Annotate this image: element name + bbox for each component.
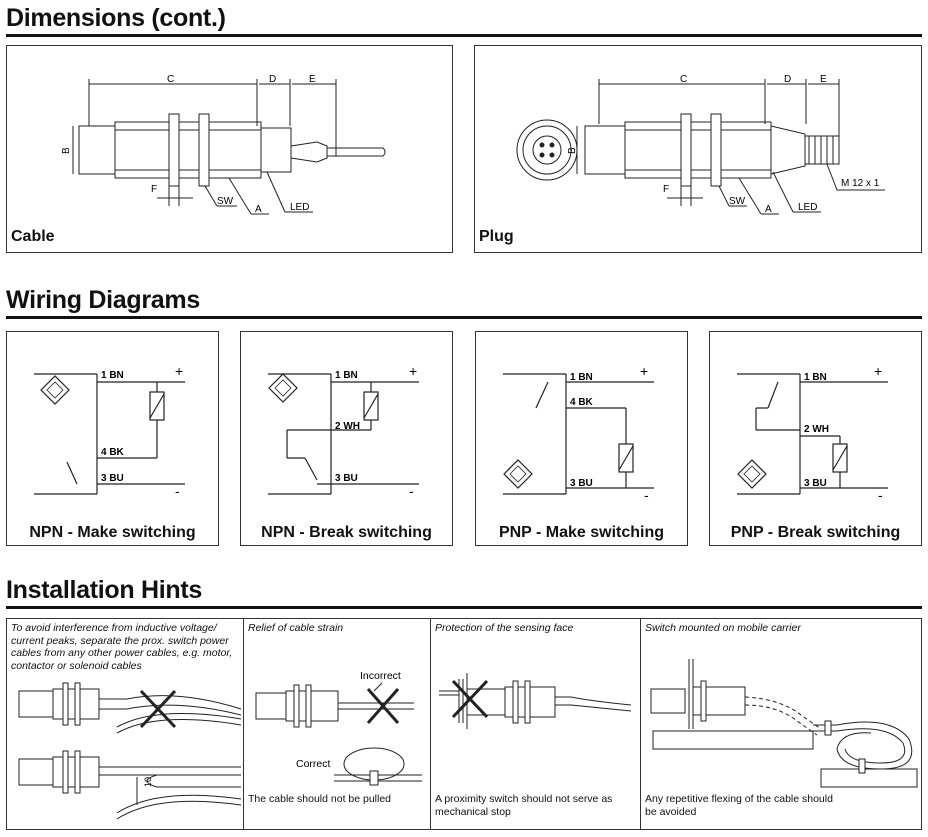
plug-a-label: A: [765, 204, 772, 215]
wiring-npn-make: 1 BN 4 BK 3 BU + - NPN - Make switching: [6, 331, 219, 546]
mobile-drawing: [650, 659, 918, 788]
npn-make-t2: 4 BK: [101, 447, 125, 458]
hint-mobile-carrier: Switch mounted on mobile carrier Any rep…: [640, 618, 922, 830]
pnp-make-t3: 3 BU: [570, 478, 593, 489]
relief-correct: Correct: [296, 758, 331, 770]
cable-dimension-drawing: C D E B F SW A LED: [61, 74, 386, 215]
cable-dim-d: D: [269, 74, 276, 85]
plug-label: Plug: [479, 228, 514, 245]
section-rule: [6, 34, 922, 37]
protection-drawing: [439, 673, 632, 729]
npn-make-label: NPN - Make switching: [29, 524, 196, 541]
pnp-make-plus: +: [640, 363, 648, 379]
cable-a-label: A: [255, 204, 262, 215]
protection-caption: A proximity switch should not serve as m…: [435, 793, 613, 818]
section-title-dimensions: Dimensions (cont.): [6, 4, 226, 32]
relief-incorrect: Incorrect: [360, 670, 401, 682]
cable-led-label: LED: [290, 202, 309, 213]
npn-break-diagram: 1 BN 2 WH 3 BU + -: [268, 363, 419, 499]
plug-sw-label: SW: [729, 196, 746, 207]
section-rule: [6, 316, 922, 319]
plug-dimension-panel: C D E B F SW A LED M 12 x 1 Plug: [474, 45, 922, 253]
cable-label: Cable: [11, 228, 55, 245]
pnp-make-diagram: 1 BN 4 BK 3 BU + -: [503, 363, 654, 503]
cable-dim-b: B: [61, 147, 72, 154]
pnp-break-diagram: 1 BN 2 WH 3 BU + -: [737, 363, 888, 503]
plug-thread-label: M 12 x 1: [841, 178, 880, 189]
npn-make-minus: -: [175, 483, 180, 499]
interference-dim: 10: [143, 777, 153, 787]
cable-dim-c: C: [167, 74, 174, 85]
pnp-make-minus: -: [644, 487, 649, 503]
npn-break-t2: 2 WH: [335, 421, 360, 432]
npn-make-plus: +: [175, 363, 183, 379]
plug-dimension-drawing: C D E B F SW A LED M 12 x 1: [516, 74, 885, 215]
relief-caption: The cable should not be pulled: [248, 793, 392, 805]
npn-break-plus: +: [409, 363, 417, 379]
pnp-break-t2: 2 WH: [804, 424, 829, 435]
plug-dim-b: B: [567, 147, 578, 154]
npn-break-t3: 3 BU: [335, 473, 358, 484]
wiring-pnp-make: 1 BN 4 BK 3 BU + - PNP - Make switching: [475, 331, 688, 546]
relief-title: Relief of cable strain: [248, 622, 344, 634]
plug-dim-c: C: [680, 74, 687, 85]
pnp-make-label: PNP - Make switching: [498, 524, 665, 541]
cable-sw-label: SW: [217, 196, 234, 207]
section-title-wiring: Wiring Diagrams: [6, 286, 200, 314]
wiring-npn-break: 1 BN 2 WH 3 BU + - NPN - Break switching: [240, 331, 453, 546]
hint-interference: To avoid interference from inductive vol…: [6, 618, 244, 830]
mobile-caption: Any repetitive flexing of the cable shou…: [645, 793, 833, 818]
pnp-make-t2: 4 BK: [570, 397, 594, 408]
plug-led-label: LED: [798, 202, 817, 213]
plug-dim-d: D: [784, 74, 791, 85]
section-title-installation: Installation Hints: [6, 576, 203, 604]
npn-break-minus: -: [409, 483, 414, 499]
npn-make-t1: 1 BN: [101, 370, 124, 381]
pnp-break-t3: 3 BU: [804, 478, 827, 489]
hint-protection: Protection of the sensing face A proximi…: [430, 618, 641, 830]
npn-make-diagram: 1 BN 4 BK 3 BU + -: [34, 363, 185, 499]
hint-relief: Relief of cable strain Incorrect Correct…: [243, 618, 431, 830]
cable-dimension-panel: C D E B F SW A LED Cable: [6, 45, 453, 253]
interference-drawing: 10: [18, 682, 242, 820]
interference-text: To avoid interference from inductive vol…: [11, 622, 233, 672]
relief-drawing: Incorrect Correct: [255, 670, 422, 786]
mobile-title: Switch mounted on mobile carrier: [645, 622, 801, 634]
wiring-pnp-break: 1 BN 2 WH 3 BU + - PNP - Break switching: [709, 331, 922, 546]
npn-break-t1: 1 BN: [335, 370, 358, 381]
plug-dim-f: F: [663, 184, 669, 195]
pnp-break-label: PNP - Break switching: [730, 524, 901, 541]
cable-dim-e: E: [309, 74, 316, 85]
protection-title: Protection of the sensing face: [435, 622, 574, 634]
npn-make-t3: 3 BU: [101, 473, 124, 484]
section-rule: [6, 606, 922, 609]
npn-break-label: NPN - Break switching: [261, 524, 432, 541]
pnp-break-t1: 1 BN: [804, 372, 827, 383]
pnp-break-plus: +: [874, 363, 882, 379]
pnp-make-t1: 1 BN: [570, 372, 593, 383]
pnp-break-minus: -: [878, 487, 883, 503]
plug-dim-e: E: [820, 74, 827, 85]
cable-dim-f: F: [151, 184, 157, 195]
